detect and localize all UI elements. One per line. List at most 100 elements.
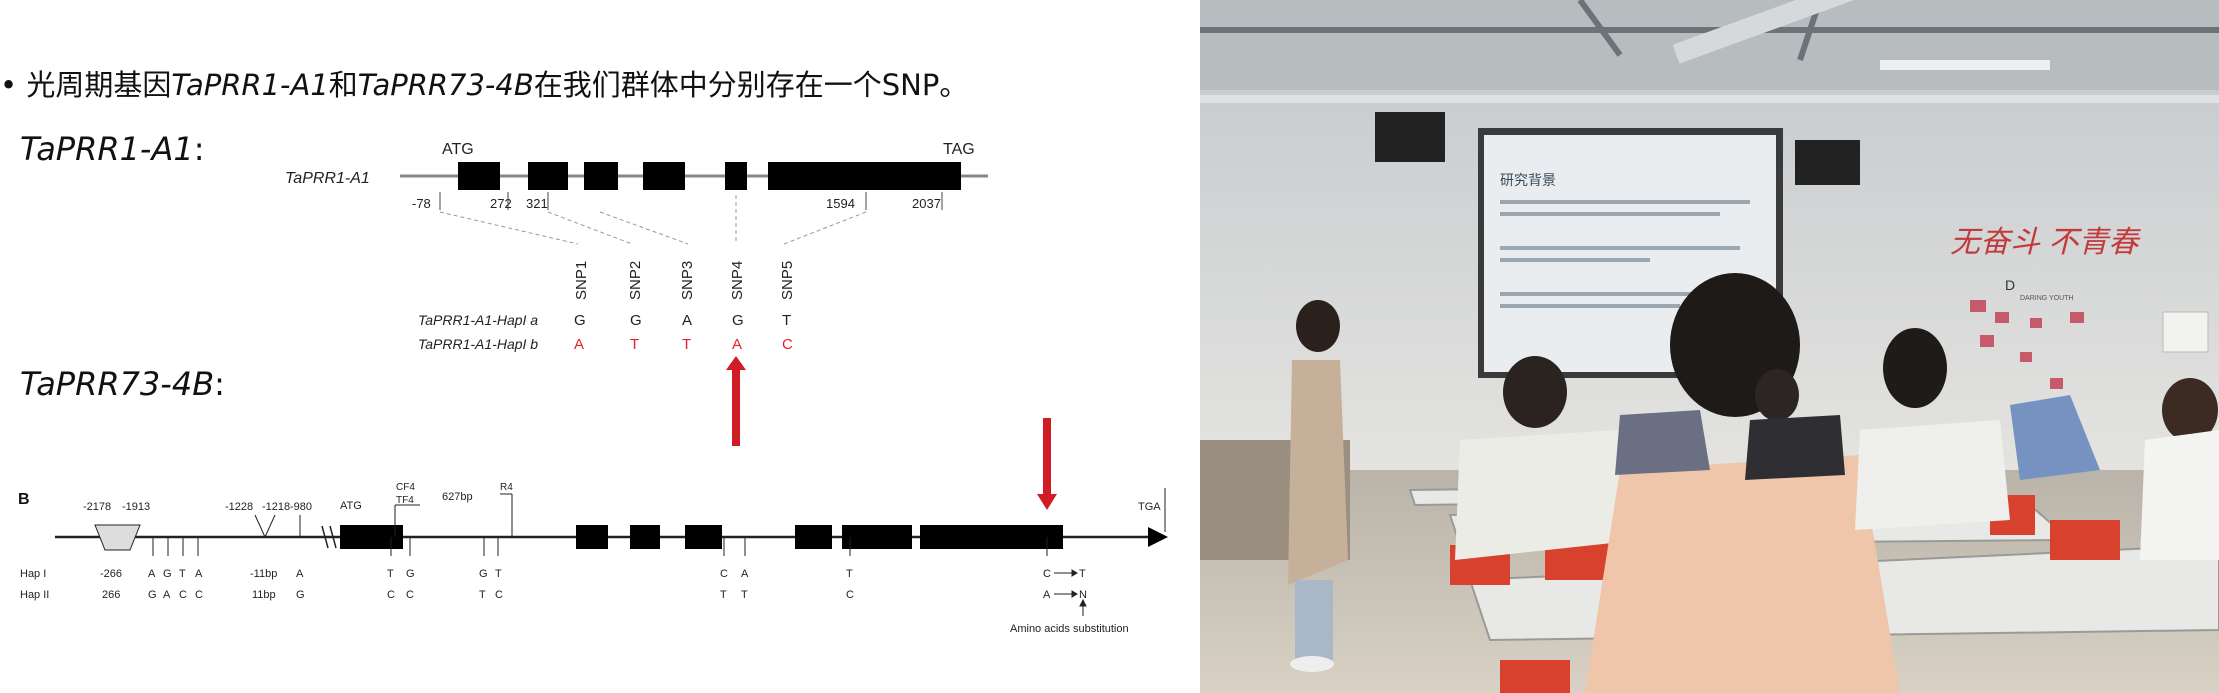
hap-a-allele-2: G [630,312,642,329]
motif-r4: R4 [500,482,513,493]
hap2-v10: T [479,589,486,601]
hap2-v2: G [148,589,157,601]
snp2-label: SNP2 [627,261,644,300]
student-right-front [1855,328,2010,530]
exon-a5 [725,162,747,190]
exon-b5 [795,525,832,549]
title-gene2: TaPRR73-4B [357,68,534,102]
hap1-v9: G [406,568,415,580]
up-pos-4: -1218 [262,501,290,513]
hap-b-label: TaPRR1-A1-HapI b [418,336,538,352]
hap-a-allele-4: G [732,312,744,329]
heading-prr73: TaPRR73-4B: [20,365,225,403]
hap1-v5: A [195,568,203,580]
hap1-v1: -266 [100,568,122,580]
hap2-label: Hap II [20,589,49,601]
exon-a3 [584,162,618,190]
up-pos-1: -2178 [83,501,111,513]
slide-title: • 光周期基因TaPRR1-A1和TaPRR73-4B在我们群体中分别存在一个S… [0,62,968,104]
snp4-label: SNP4 [729,261,746,300]
hap-b-allele-3: T [682,336,691,353]
student-right-edge [2140,378,2219,560]
aa-substitution-note: Amino acids substitution [1010,623,1129,635]
hap1-v6: -11bp [250,568,277,580]
hap-b-allele-2: T [630,336,639,353]
gene-diagram-a: TaPRR1-A1 ATG TAG -78 272 321 1594 2037 [18,141,1168,635]
hap2-v11: C [495,589,503,601]
exon-b2 [576,525,608,549]
hap2-v16: N [1079,589,1087,601]
hap1-v11: T [495,568,502,580]
title-post: 在我们群体中分别存在一个SNP。 [533,68,969,102]
presenter [1288,300,1348,672]
heading-prr1: TaPRR1-A1: [20,130,205,168]
snp3-label: SNP3 [679,261,696,300]
pos-a2: 272 [490,196,512,211]
snp1-label: SNP1 [573,261,590,300]
snp4-arrow [726,356,746,446]
hap2-v14: C [846,589,854,601]
atg-label-a: ATG [442,141,474,158]
hap2-v3: A [163,589,171,601]
tapprr73-arrow [1037,418,1057,510]
wall-sub-d: D [2005,277,2015,293]
gene-a-label: TaPRR1-A1 [285,170,370,187]
wall-sub: DARING YOUTH [2020,295,2074,302]
hap2-v1: 266 [102,589,120,601]
hap1-v14: T [846,568,853,580]
right-speaker [1795,140,1860,185]
hap2-v15: A [1043,589,1051,601]
motif-cf4: CF4 [396,482,415,493]
hap-a-allele-5: T [782,312,791,329]
pos-a1: -78 [412,196,431,211]
hap1-v2: A [148,568,156,580]
hap2-v9: C [406,589,414,601]
exon-a4 [643,162,685,190]
up-pos-2: -1913 [122,501,150,513]
left-speaker [1375,112,1445,162]
pos-a3: 321 [526,196,548,211]
hap2-v13: T [741,589,748,601]
hap1-v4: T [179,568,186,580]
up-pos-5: -980 [290,501,312,513]
up-pos-3: -1228 [225,501,253,513]
exon-b4 [685,525,722,549]
hap-b-allele-5: C [782,336,793,353]
classroom-scene: 研究背景 无奋斗 不青春 D DARING YOUTH [1200,0,2219,693]
hap-b-allele-1: A [574,336,584,353]
panel-b-letter: B [18,491,30,508]
tga-label: TGA [1138,501,1161,513]
hap1-label: Hap I [20,568,46,580]
hap1-v16: T [1079,568,1086,580]
title-mid: 和 [328,68,358,102]
student-white-shirt [1455,356,1640,560]
hap1-v3: G [163,568,172,580]
hap1-v13: A [741,568,749,580]
title-gene1: TaPRR1-A1 [171,68,329,102]
hap2-v6: 11bp [252,589,276,601]
hap2-v4: C [179,589,187,601]
hap2-v5: C [195,589,203,601]
hap1-v10: G [479,568,488,580]
slide-panel: • 光周期基因TaPRR1-A1和TaPRR73-4B在我们群体中分别存在一个S… [0,62,1168,635]
exon-a6 [768,162,961,190]
exon-b7 [920,525,1063,549]
exon-a2 [528,162,568,190]
bullet: • [0,68,18,102]
motif-627: 627bp [442,491,473,503]
exon-b1 [340,525,403,549]
hap-b-allele-4: A [732,336,742,353]
hap2-v8: C [387,589,395,601]
hap1-v15: C [1043,568,1051,580]
classroom-photo: 研究背景 无奋斗 不青春 D DARING YOUTH [1200,0,2219,693]
hap2-v7: G [296,589,305,601]
exon-b3 [630,525,660,549]
exon-b6 [842,525,912,549]
atg-label-b: ATG [340,500,362,512]
hap2-v12: T [720,589,727,601]
hap1-v7: A [296,568,304,580]
hap1-v12: C [720,568,728,580]
hap-a-allele-3: A [682,312,692,329]
hap-a-allele-1: G [574,312,586,329]
screen-title: 研究背景 [1500,172,1556,188]
